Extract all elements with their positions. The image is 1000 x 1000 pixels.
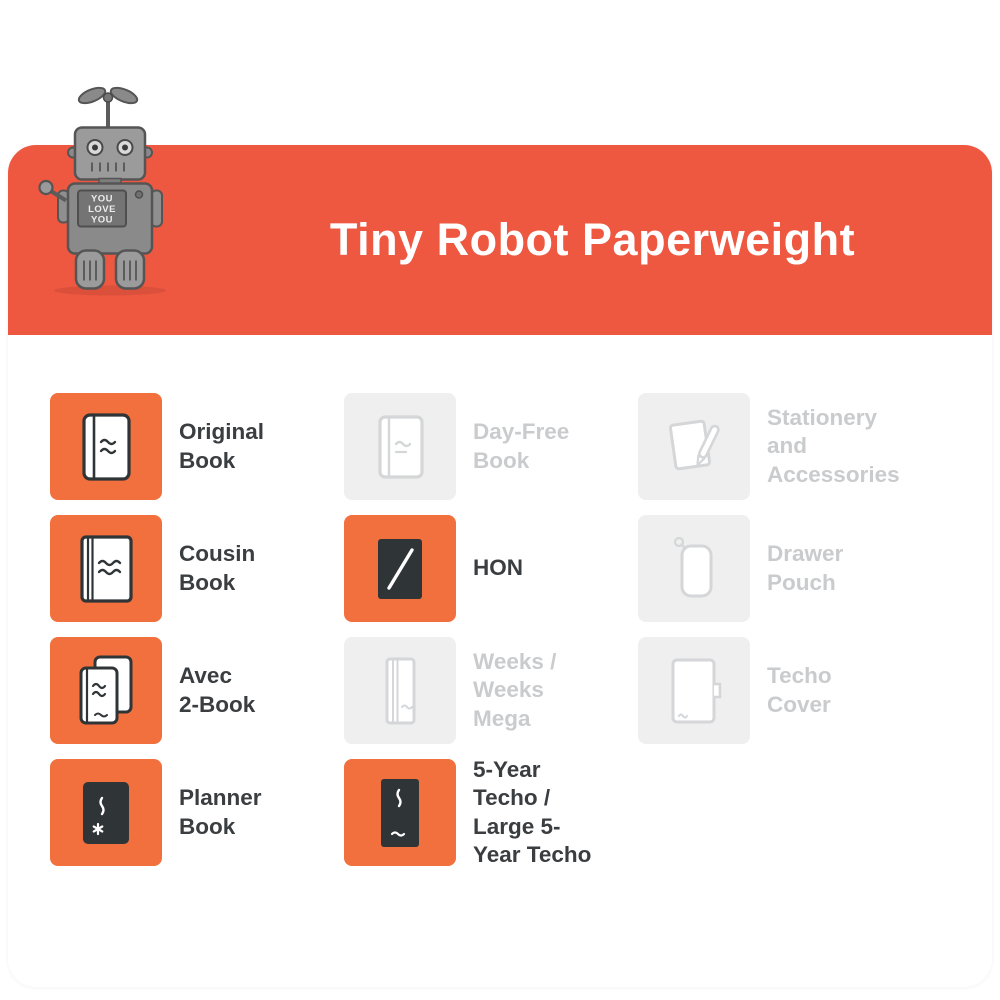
category-item-five-year-techo[interactable]: 5-Year Techo / Large 5- Year Techo [344, 757, 638, 867]
hon-dark-icon [368, 532, 432, 606]
robot-plaque-line-1: YOU [91, 194, 113, 205]
category-item-avec-2book[interactable]: Avec 2-Book [50, 637, 344, 744]
category-label: HON [473, 555, 523, 581]
header-band: Tiny Robot Paperweight [8, 145, 992, 335]
category-label: Stationery and Accessories [767, 405, 900, 487]
notebook-original-icon [74, 410, 138, 484]
category-label: Techo Cover [767, 663, 832, 717]
category-label: Avec 2-Book [179, 663, 256, 717]
robot-paperweight-image: YOU LOVE YOU [38, 86, 166, 296]
paper-pen-icon [662, 410, 726, 484]
category-item-planner-book[interactable]: Planner Book [50, 759, 344, 866]
category-item-drawer-pouch: Drawer Pouch [638, 515, 932, 622]
category-tile-original-book[interactable] [50, 393, 162, 500]
weeks-book-icon [368, 654, 432, 728]
category-label: Drawer Pouch [767, 541, 844, 595]
category-item-cousin-book[interactable]: Cousin Book [50, 515, 344, 622]
five-year-dark-icon [368, 776, 432, 850]
category-grid: Original Book Cousin Book Avec 2-Book Pl… [50, 393, 932, 867]
category-tile-five-year-techo[interactable] [344, 759, 456, 866]
category-item-day-free-book: Day-Free Book [344, 393, 638, 500]
category-tile-weeks [344, 637, 456, 744]
category-label: Weeks / Weeks Mega [473, 649, 557, 731]
category-tile-avec-2book[interactable] [50, 637, 162, 744]
planner-dark-icon [74, 776, 138, 850]
notebook-avec-icon [74, 654, 138, 728]
content-card: Tiny Robot Paperweight [8, 86, 992, 987]
category-tile-techo-cover [638, 637, 750, 744]
notebook-cousin-icon [74, 532, 138, 606]
category-tile-drawer-pouch [638, 515, 750, 622]
category-item-stationery-accessories: Stationery and Accessories [638, 393, 932, 500]
category-tile-stationery-accessories [638, 393, 750, 500]
category-label: Planner Book [179, 785, 262, 839]
category-tile-day-free-book [344, 393, 456, 500]
robot-plaque-line-2: LOVE [88, 204, 116, 215]
category-tile-planner-book[interactable] [50, 759, 162, 866]
category-label: Cousin Book [179, 541, 256, 595]
pouch-icon [662, 532, 726, 606]
techo-cover-icon [662, 654, 726, 728]
page-title: Tiny Robot Paperweight [329, 214, 856, 265]
category-label: Day-Free Book [473, 419, 570, 473]
category-item-original-book[interactable]: Original Book [50, 393, 344, 500]
robot-plaque-line-3: YOU [91, 215, 113, 226]
notebook-dayfree-icon [368, 410, 432, 484]
category-tile-hon[interactable] [344, 515, 456, 622]
category-tile-cousin-book[interactable] [50, 515, 162, 622]
category-label: 5-Year Techo / Large 5- Year Techo [473, 757, 592, 867]
category-item-hon[interactable]: HON [344, 515, 638, 622]
category-label: Original Book [179, 419, 265, 473]
category-item-techo-cover: Techo Cover [638, 637, 932, 744]
category-item-weeks: Weeks / Weeks Mega [344, 637, 638, 744]
